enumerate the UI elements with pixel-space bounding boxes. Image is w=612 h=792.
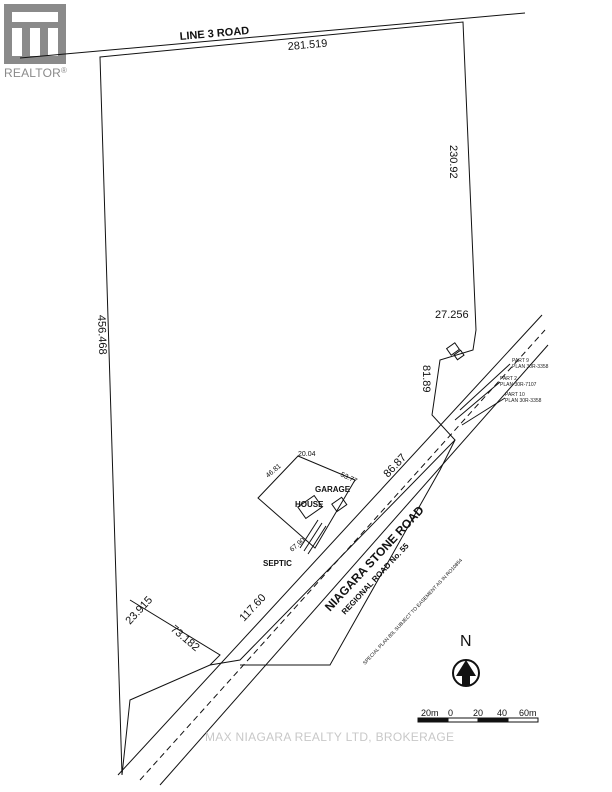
brokerage-watermark: MAX NIAGARA REALTY LTD, BROKERAGE [205,730,455,744]
dim-top: 281.519 [287,38,328,53]
septic-label: SEPTIC [263,559,292,568]
scale-label-20m: 20m [421,708,439,718]
road-line-b [139,329,546,781]
part-10-label: PART 10 [505,392,525,398]
scale-label-40: 40 [497,708,507,718]
realtor-brand: REALTOR [4,66,61,80]
north-label: N [460,633,472,650]
part-10-plan: PLAN 30R-3358 [505,398,542,404]
road-line-c [159,344,549,786]
scale-label-0: 0 [448,708,453,718]
house-lot [257,455,356,549]
part-9-label: PART 9 [512,358,529,364]
dim-house-left: 46.81 [265,463,283,480]
realtor-reg: ® [60,66,68,75]
house-label: HOUSE [295,500,324,509]
shed-shape [445,342,461,356]
realtor-logo: REALTOR® [0,0,72,82]
part-2-plan: PLAN 30R-7107 [500,382,537,388]
dim-road-upper: 86.87 [381,452,409,480]
dim-right-upper: 230.92 [447,145,459,179]
dim-house-top: 20.04 [298,451,316,458]
dim-house-right: 53.77 [339,471,358,485]
mls-logo-icon [4,4,66,64]
scale-bar [417,717,539,723]
dim-left: 456.468 [95,315,108,355]
garage-label: GARAGE [315,485,351,494]
part-9-plan: PLAN 30R-3358 [512,364,549,370]
top-road-line [19,12,526,59]
part-2-label: PART 2 [500,376,517,382]
dim-bottom-left: 23.915 [123,594,155,627]
property-boundary [99,21,477,776]
dim-bottom-jog: 73.182 [168,623,201,654]
easement-boundary [240,439,456,666]
dim-right-jog: 27.256 [435,309,469,321]
shed2-shape [453,349,465,361]
dim-right-lower: 81.89 [420,365,432,393]
scale-label-20: 20 [473,708,483,718]
house-shape [297,494,323,520]
scale-label-60m: 60m [519,708,537,718]
garage-shape [331,496,348,513]
road-line-a [117,314,543,776]
north-arrow-icon [452,659,480,687]
dim-road-lower: 117.60 [237,592,268,624]
